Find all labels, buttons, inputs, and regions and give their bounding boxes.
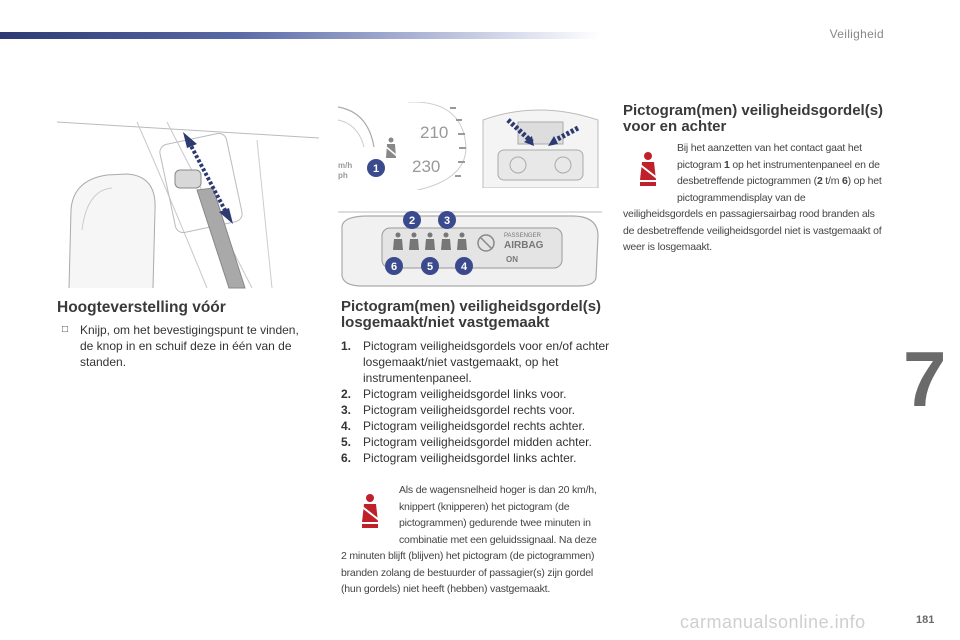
bullet-icon: □ — [62, 324, 69, 335]
console-illustration — [482, 109, 599, 188]
instrument-panel-illustration: 210 230 m/h ph 1 — [338, 102, 467, 190]
callout-2-label: 2 — [409, 215, 415, 227]
speed-230-label: 230 — [412, 157, 440, 176]
pictogram-list: 1.Pictogram veiligheidsgordels voor en/o… — [341, 338, 611, 466]
callout-5 — [421, 257, 439, 275]
heading-seatbelt-unfastened: Pictogram(men) veiligheidsgordel(s) losg… — [341, 298, 602, 331]
list-item: 5.Pictogram veiligheidsgordel midden ach… — [341, 435, 592, 449]
passenger-label: PASSENGER — [504, 233, 542, 239]
heading-seatbelt-front-rear: Pictogram(men) veiligheidsgordel(s) voor… — [623, 102, 884, 135]
airbag-label: AIRBAG — [504, 240, 544, 251]
speed-210-label: 210 — [420, 123, 448, 142]
callout-4-label: 4 — [461, 261, 468, 273]
callout-2 — [403, 211, 421, 229]
seatbelt-warning-icon — [384, 137, 398, 158]
page-number: 181 — [916, 614, 935, 626]
unit-mph-label: ph — [338, 171, 348, 180]
callout-1-label: 1 — [373, 163, 379, 175]
list-item: 6.Pictogram veiligheidsgordel links acht… — [341, 451, 577, 465]
header-bar — [0, 32, 600, 39]
callout-3 — [438, 211, 456, 229]
on-label: ON — [506, 255, 518, 264]
callout-6-label: 6 — [391, 261, 397, 273]
instruction-text: Knijp, om het bevestigingspunt te vinden… — [80, 323, 299, 369]
callout-4 — [455, 257, 473, 275]
ignition-note: Bij het aanzetten van het contact gaat h… — [623, 142, 882, 253]
unit-kmh-label: m/h — [338, 161, 352, 170]
list-item: 1.Pictogram veiligheidsgordels voor en/o… — [341, 339, 610, 385]
section-title: Veiligheid — [829, 27, 884, 41]
heading-height-adjustment: Hoogteverstelling vóór — [57, 299, 226, 316]
seatbelt-display-illustration: PASSENGER AIRBAG ON 2 3 6 5 4 — [338, 211, 602, 287]
callout-1 — [367, 159, 385, 177]
seatbelt-warning-icon — [360, 494, 380, 528]
speed-warning-text: Als de wagensnelheid hoger is dan 20 km/… — [341, 484, 597, 595]
chapter-number: 7 — [903, 335, 947, 423]
list-item: 4.Pictogram veiligheidsgordel rechts ach… — [341, 419, 586, 433]
instruction-bullet: □ Knijp, om het bevestigingspunt te vind… — [62, 322, 312, 370]
list-item: 3.Pictogram veiligheidsgordel rechts voo… — [341, 403, 576, 417]
callout-6 — [385, 257, 403, 275]
watermark: carmanualsonline.info — [680, 612, 866, 632]
seatbelt-height-illustration — [57, 121, 319, 289]
speed-warning-note: Als de wagensnelheid hoger is dan 20 km/… — [341, 482, 603, 598]
callout-3-label: 3 — [444, 215, 450, 227]
seatbelt-warning-icon — [638, 152, 658, 186]
list-item: 2.Pictogram veiligheidsgordel links voor… — [341, 387, 567, 401]
callout-5-label: 5 — [427, 261, 433, 273]
